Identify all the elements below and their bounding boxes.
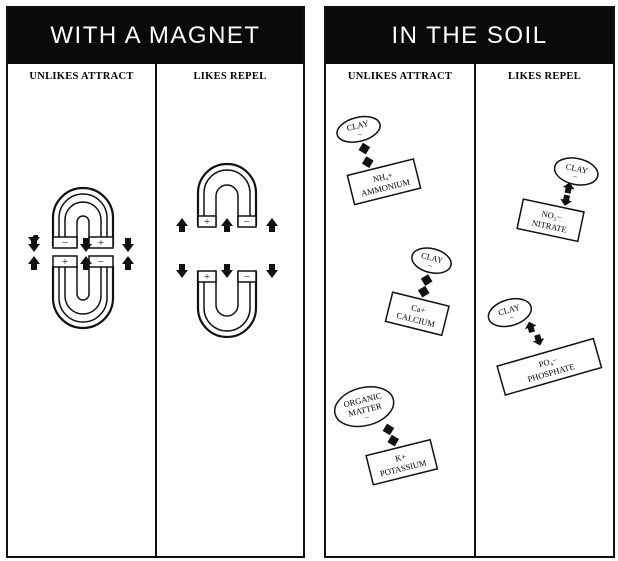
- clay-charge: −: [427, 261, 434, 271]
- soil-diagram: CLAY − NH₄+ AMMONIUM CLAY − Ca+ CALCIUM …: [333, 115, 603, 486]
- clay-particle: [487, 297, 533, 328]
- ion-box: [365, 438, 439, 486]
- ion-symbol: PO₄−: [538, 355, 559, 370]
- attract-magnets: [51, 186, 115, 330]
- magnet-panel: WITH A MAGNET UNLIKES ATTRACT LIKES REPE…: [6, 6, 305, 558]
- soil-col-likes-repel: LIKES REPEL: [507, 71, 582, 82]
- clay-particle: [336, 115, 381, 143]
- clay-charge: −: [508, 313, 515, 323]
- pole-minus: −: [244, 216, 250, 228]
- magnet-column-divider: [155, 64, 157, 556]
- organic-matter-particle: [333, 386, 395, 428]
- ion-symbol: NO₃−: [541, 208, 563, 222]
- clay-label: CLAY: [565, 161, 589, 175]
- ion-symbol: Ca+: [410, 302, 426, 315]
- ion-symbol: NH₄+: [372, 170, 394, 185]
- repel-magnets: [196, 162, 258, 339]
- pole-plus: +: [204, 216, 210, 228]
- potassium-group: ORGANIC MATTER − K+ POTASSIUM: [333, 386, 439, 486]
- calcium-group: CLAY − Ca+ CALCIUM: [384, 247, 452, 337]
- clay-particle: [553, 157, 599, 186]
- magnet-col-likes-repel: LIKES REPEL: [193, 71, 267, 82]
- attract-arrows: [28, 235, 134, 270]
- magnet-col-unlikes-attract: UNLIKES ATTRACT: [29, 71, 134, 82]
- clay-charge: −: [364, 413, 371, 423]
- pole-minus: −: [62, 237, 68, 249]
- ion-box: [496, 337, 603, 396]
- ion-box: [516, 198, 585, 243]
- magnet-panel-title: WITH A MAGNET: [8, 8, 303, 64]
- ion-box: [384, 291, 450, 337]
- soil-panel: IN THE SOIL UNLIKES ATTRACT LIKES REPEL …: [324, 6, 615, 558]
- phosphate-group: CLAY − PO₄− PHOSPHATE: [487, 297, 603, 396]
- ammonium-group: CLAY − NH₄+ AMMONIUM: [336, 115, 422, 206]
- soil-column-divider: [474, 64, 476, 556]
- clay-particle: [411, 247, 452, 274]
- pole-minus: −: [98, 256, 104, 268]
- pole-plus: +: [62, 256, 68, 268]
- pole-plus: +: [98, 237, 104, 249]
- repel-pole-labels: + − + −: [204, 216, 250, 283]
- pole-plus: +: [204, 271, 210, 283]
- clay-charge: −: [572, 172, 579, 182]
- repel-arrows: [176, 218, 278, 278]
- clay-charge: −: [357, 130, 364, 140]
- pole-minus: −: [244, 271, 250, 283]
- nitrate-group: CLAY − NO₃− NITRATE: [516, 157, 599, 243]
- soil-panel-title: IN THE SOIL: [326, 8, 613, 64]
- ion-symbol: K+: [394, 451, 407, 463]
- soil-col-unlikes-attract: UNLIKES ATTRACT: [347, 71, 453, 82]
- magnet-diagram: − + + −: [28, 162, 278, 339]
- ion-box: [346, 158, 422, 206]
- attract-pole-labels: − + + −: [62, 237, 104, 268]
